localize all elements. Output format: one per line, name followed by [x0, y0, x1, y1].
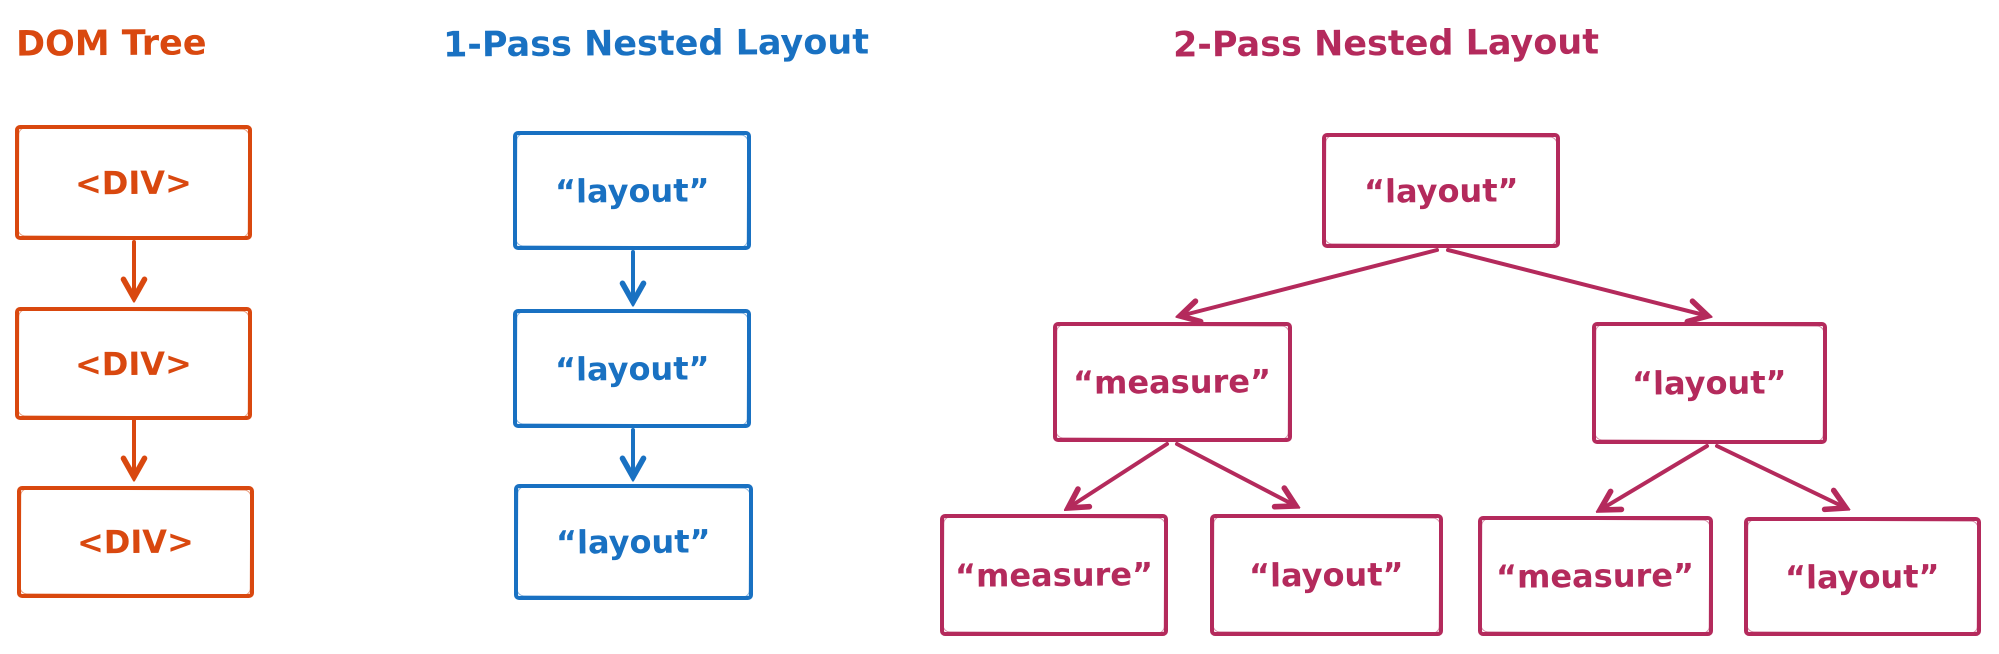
node-1pass-layout-2: “layout” — [513, 309, 751, 428]
node-label: “layout” — [1632, 363, 1787, 403]
node-label: “measure” — [954, 555, 1154, 595]
node-2pass-l2-measure: “measure” — [1053, 322, 1292, 442]
node-1pass-layout-1: “layout” — [513, 131, 751, 250]
node-label: “layout” — [1785, 556, 1940, 597]
node-label: “layout” — [1249, 555, 1404, 595]
arrow-2pass-layout-measure — [1600, 444, 1709, 510]
node-2pass-root-layout: “layout” — [1322, 133, 1560, 248]
node-2pass-l3-layout-1: “layout” — [1210, 514, 1443, 636]
node-dom-div-2: <DIV> — [15, 307, 252, 420]
node-label: “layout” — [554, 348, 710, 389]
node-dom-div-3: <DIV> — [17, 486, 254, 598]
node-label: <DIV> — [74, 162, 193, 203]
node-label: <DIV> — [74, 343, 193, 384]
section-title-1-pass-nested-layout: 1-Pass Nested Layout — [442, 22, 870, 66]
node-2pass-l3-measure-1: “measure” — [940, 514, 1168, 636]
node-1pass-layout-3: “layout” — [514, 484, 753, 600]
node-2pass-l3-measure-2: “measure” — [1478, 516, 1713, 636]
arrow-2pass-measure-layout — [1175, 442, 1296, 506]
node-label: <DIV> — [76, 522, 195, 562]
node-2pass-l2-layout: “layout” — [1592, 322, 1827, 444]
section-title-dom-tree: DOM Tree — [15, 23, 207, 65]
arrow-2pass-measure-measure — [1068, 442, 1169, 508]
arrow-2pass-layout-layout — [1715, 444, 1846, 508]
node-label: “measure” — [1496, 556, 1695, 596]
node-label: “layout” — [556, 522, 711, 562]
node-label: “layout” — [554, 170, 710, 211]
node-label: “layout” — [1363, 170, 1519, 211]
node-2pass-l3-layout-2: “layout” — [1744, 517, 1981, 636]
section-title-2-pass-nested-layout: 2-Pass Nested Layout — [1172, 22, 1600, 66]
arrow-2pass-root-measure — [1180, 248, 1439, 316]
node-label: “measure” — [1073, 362, 1272, 402]
node-dom-div-1: <DIV> — [15, 125, 252, 240]
arrow-2pass-root-layout — [1446, 248, 1708, 316]
